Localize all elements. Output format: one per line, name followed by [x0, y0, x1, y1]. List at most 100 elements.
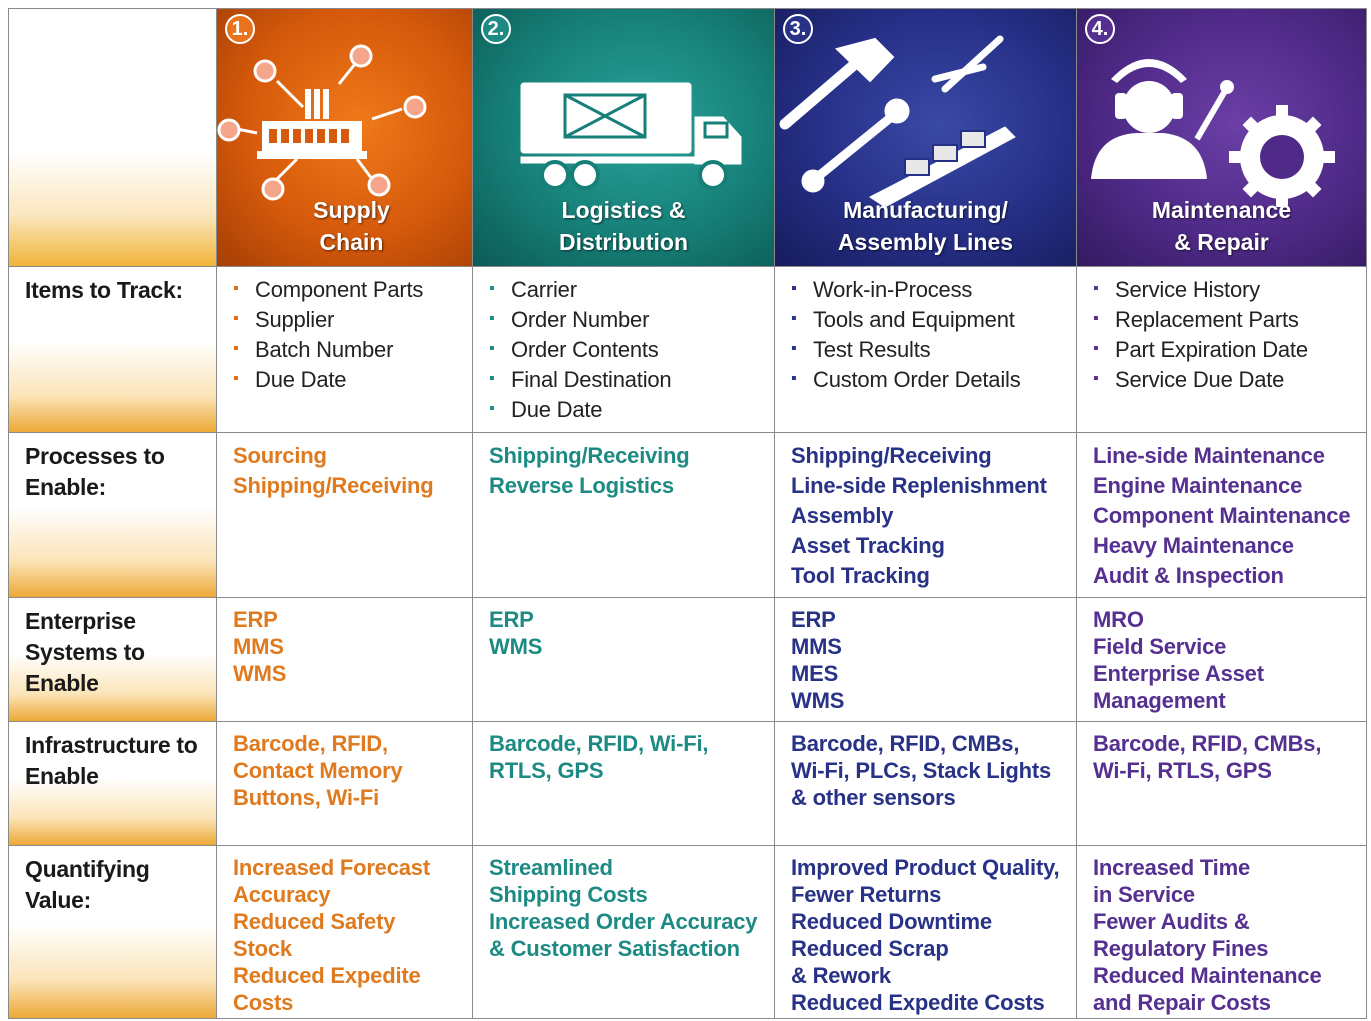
value-maintenance: Increased Time in Service Fewer Audits &…	[1077, 846, 1367, 1019]
list-item: & Customer Satisfaction	[489, 936, 740, 961]
value-supply-chain: Increased Forecast Accuracy Reduced Safe…	[217, 846, 473, 1019]
value-manufacturing: Improved Product Quality, Fewer Returns …	[775, 846, 1077, 1019]
processes-supply-chain: Sourcing Shipping/Receiving	[217, 433, 473, 598]
list-item: Line-side Maintenance	[1093, 443, 1325, 468]
list-item: Custom Order Details	[791, 364, 1068, 395]
factory-network-icon	[217, 44, 427, 201]
list-item: ERP	[489, 607, 534, 632]
column-number: 3.	[783, 14, 813, 44]
list-item: Batch Number	[233, 334, 464, 365]
column-number: 1.	[225, 14, 255, 44]
list-item: WMS	[233, 661, 287, 686]
column-title: Logistics & Distribution	[558, 197, 689, 255]
list-item: and Repair Costs	[1093, 990, 1271, 1015]
list-item: Assembly	[791, 503, 894, 528]
list-item: Reduced Expedite	[233, 963, 421, 988]
list-item: Shipping Costs	[489, 882, 648, 907]
list-item: RTLS, GPS	[489, 758, 604, 783]
list-item: ERP	[233, 607, 278, 632]
list-item: Increased Time	[1093, 855, 1250, 880]
list-item: Reverse Logistics	[489, 473, 674, 498]
list-item: Supplier	[233, 304, 464, 335]
header-logistics-distribution: 2. Logistics & Distribution	[473, 9, 775, 267]
list-item: ERP	[791, 607, 836, 632]
list-item: Shipping/Receiving	[791, 443, 992, 468]
column-title: Supply Chain	[313, 197, 390, 255]
enterprise-supply-chain: ERP MMS WMS	[217, 598, 473, 722]
list-item: Wi-Fi, RTLS, GPS	[1093, 758, 1272, 783]
infrastructure-supply-chain: Barcode, RFID, Contact Memory Buttons, W…	[217, 722, 473, 846]
list-item: & other sensors	[791, 785, 956, 810]
list-item: Fewer Audits &	[1093, 909, 1250, 934]
list-item: WMS	[489, 634, 543, 659]
list-item: Management	[1093, 688, 1226, 713]
row-label-items-to-track: Items to Track:	[9, 267, 217, 433]
processes-logistics: Shipping/Receiving Reverse Logistics	[473, 433, 775, 598]
list-item: Component Parts	[233, 274, 464, 305]
list-item: in Service	[1093, 882, 1195, 907]
list-item: MMS	[233, 634, 284, 659]
list-item: Reduced Downtime	[791, 909, 992, 934]
list-item: Fewer Returns	[791, 882, 942, 907]
list-item: Line-side Replenishment	[791, 473, 1047, 498]
list-item: Service History	[1093, 274, 1358, 305]
list-item: Tools and Equipment	[791, 304, 1068, 335]
list-item: Carrier	[489, 274, 766, 305]
list-item: Final Destination	[489, 364, 766, 395]
list-item: Work-in-Process	[791, 274, 1068, 305]
list-item: Reduced Expedite Costs	[791, 990, 1045, 1015]
header-supply-chain: 1. Supply Chain	[217, 9, 473, 267]
infrastructure-logistics: Barcode, RFID, Wi-Fi, RTLS, GPS	[473, 722, 775, 846]
list-item: Reduced Maintenance	[1093, 963, 1322, 988]
list-item: Heavy Maintenance	[1093, 533, 1294, 558]
list-item: Costs	[233, 990, 294, 1015]
list-item: Buttons, Wi-Fi	[233, 785, 380, 810]
infrastructure-manufacturing: Barcode, RFID, CMBs, Wi-Fi, PLCs, Stack …	[775, 722, 1077, 846]
column-title: Maintenance & Repair	[1151, 197, 1292, 255]
list-item: Test Results	[791, 334, 1068, 365]
items-maintenance: Service History Replacement Parts Part E…	[1077, 267, 1367, 433]
list-item: Due Date	[233, 364, 464, 395]
list-item: Barcode, RFID, CMBs,	[791, 731, 1020, 756]
list-item: WMS	[791, 688, 845, 713]
infrastructure-maintenance: Barcode, RFID, CMBs, Wi-Fi, RTLS, GPS	[1077, 722, 1367, 846]
list-item: Barcode, RFID,	[233, 731, 388, 756]
column-number: 2.	[481, 14, 511, 44]
value-matrix-table: 1. Supply Chain 2. Logistics & Distribut…	[8, 8, 1367, 1019]
list-item: Barcode, RFID, CMBs,	[1093, 731, 1322, 756]
truck-icon	[520, 82, 742, 190]
list-item: Barcode, RFID, Wi-Fi,	[489, 731, 709, 756]
technician-gear-icon	[1091, 59, 1335, 207]
list-item: Regulatory Fines	[1093, 936, 1269, 961]
list-item: Streamlined	[489, 855, 613, 880]
list-item: Increased Forecast	[233, 855, 430, 880]
list-item: MES	[791, 661, 839, 686]
list-item: Due Date	[489, 394, 766, 425]
list-item: Increased Order Accuracy	[489, 909, 758, 934]
processes-manufacturing: Shipping/Receiving Line-side Replenishme…	[775, 433, 1077, 598]
list-item: Enterprise Asset	[1093, 661, 1264, 686]
list-item: Shipping/Receiving	[233, 473, 434, 498]
value-logistics: Streamlined Shipping Costs Increased Ord…	[473, 846, 775, 1019]
list-item: & Rework	[791, 963, 891, 988]
processes-maintenance: Line-side Maintenance Engine Maintenance…	[1077, 433, 1367, 598]
row-label-infrastructure: Infrastructure to Enable	[9, 722, 217, 846]
list-item: Contact Memory	[233, 758, 403, 783]
header-maintenance-repair: 4. Maintenance & Repair	[1077, 9, 1367, 267]
items-supply-chain: Component Parts Supplier Batch Number Du…	[217, 267, 473, 433]
list-item: Shipping/Receiving	[489, 443, 690, 468]
list-item: MMS	[791, 634, 842, 659]
list-item: Service Due Date	[1093, 364, 1358, 395]
list-item: Stock	[233, 936, 292, 961]
list-item: Asset Tracking	[791, 533, 945, 558]
items-manufacturing: Work-in-Process Tools and Equipment Test…	[775, 267, 1077, 433]
list-item: Field Service	[1093, 634, 1227, 659]
list-item: Order Number	[489, 304, 766, 335]
items-logistics: Carrier Order Number Order Contents Fina…	[473, 267, 775, 433]
row-label-processes: Processes to Enable:	[9, 433, 217, 598]
list-item: Improved Product Quality,	[791, 855, 1060, 880]
list-item: Replacement Parts	[1093, 304, 1358, 335]
enterprise-maintenance: MRO Field Service Enterprise Asset Manag…	[1077, 598, 1367, 722]
list-item: Audit & Inspection	[1093, 563, 1284, 588]
list-item: Reduced Safety	[233, 909, 396, 934]
